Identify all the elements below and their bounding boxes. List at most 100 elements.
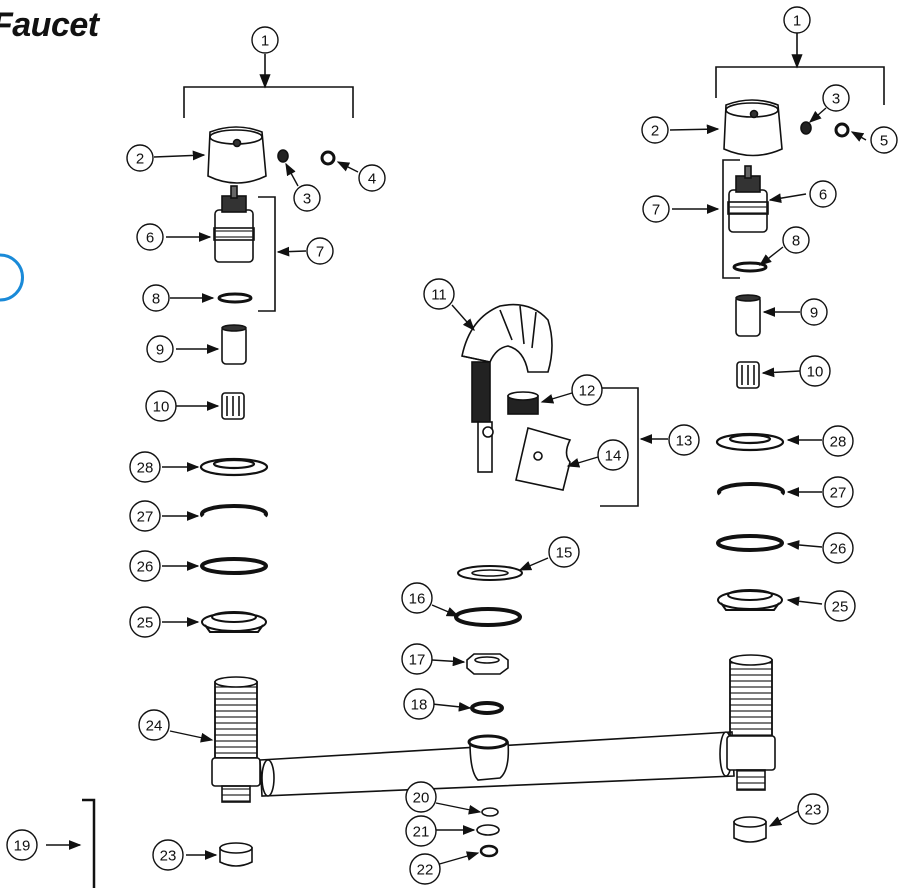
callout-c27a: 27	[129, 500, 161, 532]
callout-number: 27	[137, 509, 154, 526]
washer-part	[470, 701, 504, 715]
callout-circle	[405, 815, 437, 847]
callout-circle	[145, 390, 177, 422]
callout-circle	[403, 688, 435, 720]
callout-circle	[152, 839, 184, 871]
leader-lines	[46, 107, 867, 866]
gasket-part	[200, 557, 268, 575]
callout-c3b: 3	[822, 84, 850, 112]
callout-c26b: 26	[822, 532, 854, 564]
callout-circle	[597, 439, 629, 471]
handle-cap-part	[207, 126, 267, 184]
callout-circle	[809, 180, 837, 208]
callout-circle	[423, 278, 455, 310]
callout-number: 26	[137, 559, 154, 576]
callout-number: 21	[413, 824, 430, 841]
callout-number: 3	[303, 191, 311, 208]
callout-circle	[822, 476, 854, 508]
callout-c22: 22	[409, 853, 441, 885]
callout-circle	[800, 298, 828, 326]
callout-circle	[129, 606, 161, 638]
callout-labels: 1122334566778899101011121314151617181920…	[6, 6, 898, 885]
callout-circle	[129, 451, 161, 483]
callout-circle	[571, 374, 603, 406]
small-washer-part	[481, 807, 499, 817]
callout-number: 19	[14, 838, 31, 855]
callout-circle	[668, 424, 700, 456]
callout-c9b: 9	[800, 298, 828, 326]
left-handle-assembly	[183, 54, 354, 633]
callout-circle	[129, 550, 161, 582]
callout-c23a: 23	[152, 839, 184, 871]
callout-number: 6	[146, 230, 154, 247]
callout-number: 9	[810, 305, 818, 322]
callout-number: 1	[793, 13, 801, 30]
split-washer-part	[200, 504, 268, 518]
oring-part	[732, 261, 768, 273]
callout-c6b: 6	[809, 180, 837, 208]
callout-c14: 14	[597, 439, 629, 471]
callout-number: 16	[409, 591, 426, 608]
callout-circle	[822, 84, 850, 112]
callout-number: 23	[160, 848, 177, 865]
callout-number: 28	[830, 434, 847, 451]
callout-number: 25	[832, 599, 849, 616]
callout-number: 20	[413, 790, 430, 807]
callout-circle	[548, 536, 580, 568]
callout-number: 22	[417, 862, 434, 879]
callout-number: 9	[156, 342, 164, 359]
callout-circle	[306, 237, 334, 265]
callout-c15: 15	[548, 536, 580, 568]
callout-circle	[822, 532, 854, 564]
callout-circle	[822, 425, 854, 457]
key-part	[515, 426, 572, 491]
split-washer-part	[717, 482, 785, 496]
callout-c10b: 10	[799, 355, 831, 387]
hex-key-part	[82, 798, 96, 888]
callout-circle	[251, 26, 279, 54]
callout-c24: 24	[138, 709, 170, 741]
callout-circle	[799, 355, 831, 387]
callout-circle	[641, 116, 669, 144]
callout-c28b: 28	[822, 425, 854, 457]
callout-c26a: 26	[129, 550, 161, 582]
callout-c2b: 2	[641, 116, 669, 144]
callout-number: 13	[676, 433, 693, 450]
callout-number: 11	[431, 287, 447, 304]
callout-number: 26	[830, 541, 847, 558]
callout-c8a: 8	[142, 284, 170, 312]
callout-c7b: 7	[642, 195, 670, 223]
callout-circle	[6, 829, 38, 861]
callout-circle	[129, 500, 161, 532]
callout-c21: 21	[405, 815, 437, 847]
screw-part	[277, 149, 289, 163]
gasket-part	[716, 534, 784, 552]
callout-c25a: 25	[129, 606, 161, 638]
callout-c12: 12	[571, 374, 603, 406]
callout-c1b: 1	[783, 6, 811, 34]
washer-part	[834, 122, 850, 138]
callout-c17: 17	[401, 643, 433, 675]
small-washer-part	[476, 824, 500, 836]
cartridge-part	[735, 295, 761, 337]
callout-c10a: 10	[145, 390, 177, 422]
right-handle-assembly	[715, 33, 885, 611]
callout-number: 5	[880, 133, 888, 150]
callout-c11: 11	[423, 278, 455, 310]
callout-circle	[401, 643, 433, 675]
small-nut-part	[479, 844, 499, 858]
callout-number: 8	[152, 291, 160, 308]
callout-number: 8	[792, 233, 800, 250]
callout-c28a: 28	[129, 451, 161, 483]
callout-c7a: 7	[306, 237, 334, 265]
callout-number: 10	[807, 364, 824, 381]
handle-cap-part	[723, 99, 783, 157]
callout-c16: 16	[401, 582, 433, 614]
callout-c6a: 6	[136, 223, 164, 251]
diagram-title: Faucet	[0, 6, 99, 44]
callout-circle	[293, 184, 321, 212]
valve-body	[211, 654, 776, 803]
callout-number: 27	[830, 485, 847, 502]
screw-part	[800, 121, 812, 135]
callout-number: 1	[261, 33, 269, 50]
